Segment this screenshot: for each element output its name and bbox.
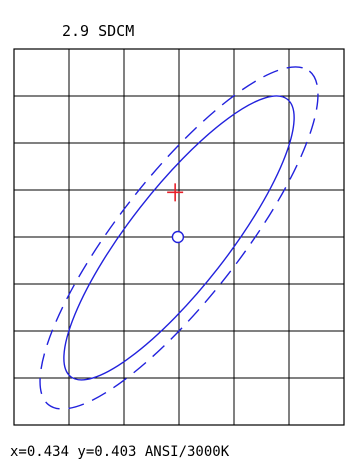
tolerance-title: 2.9 SDCM — [62, 22, 135, 40]
grid — [13, 48, 345, 426]
solid-tolerance-ellipse — [63, 95, 295, 381]
markers — [167, 183, 185, 244]
coordinate-readout: x=0.434 y=0.403 ANSI/3000K — [10, 444, 230, 460]
center-point-marker — [171, 230, 185, 244]
target-cross-marker — [167, 183, 184, 202]
